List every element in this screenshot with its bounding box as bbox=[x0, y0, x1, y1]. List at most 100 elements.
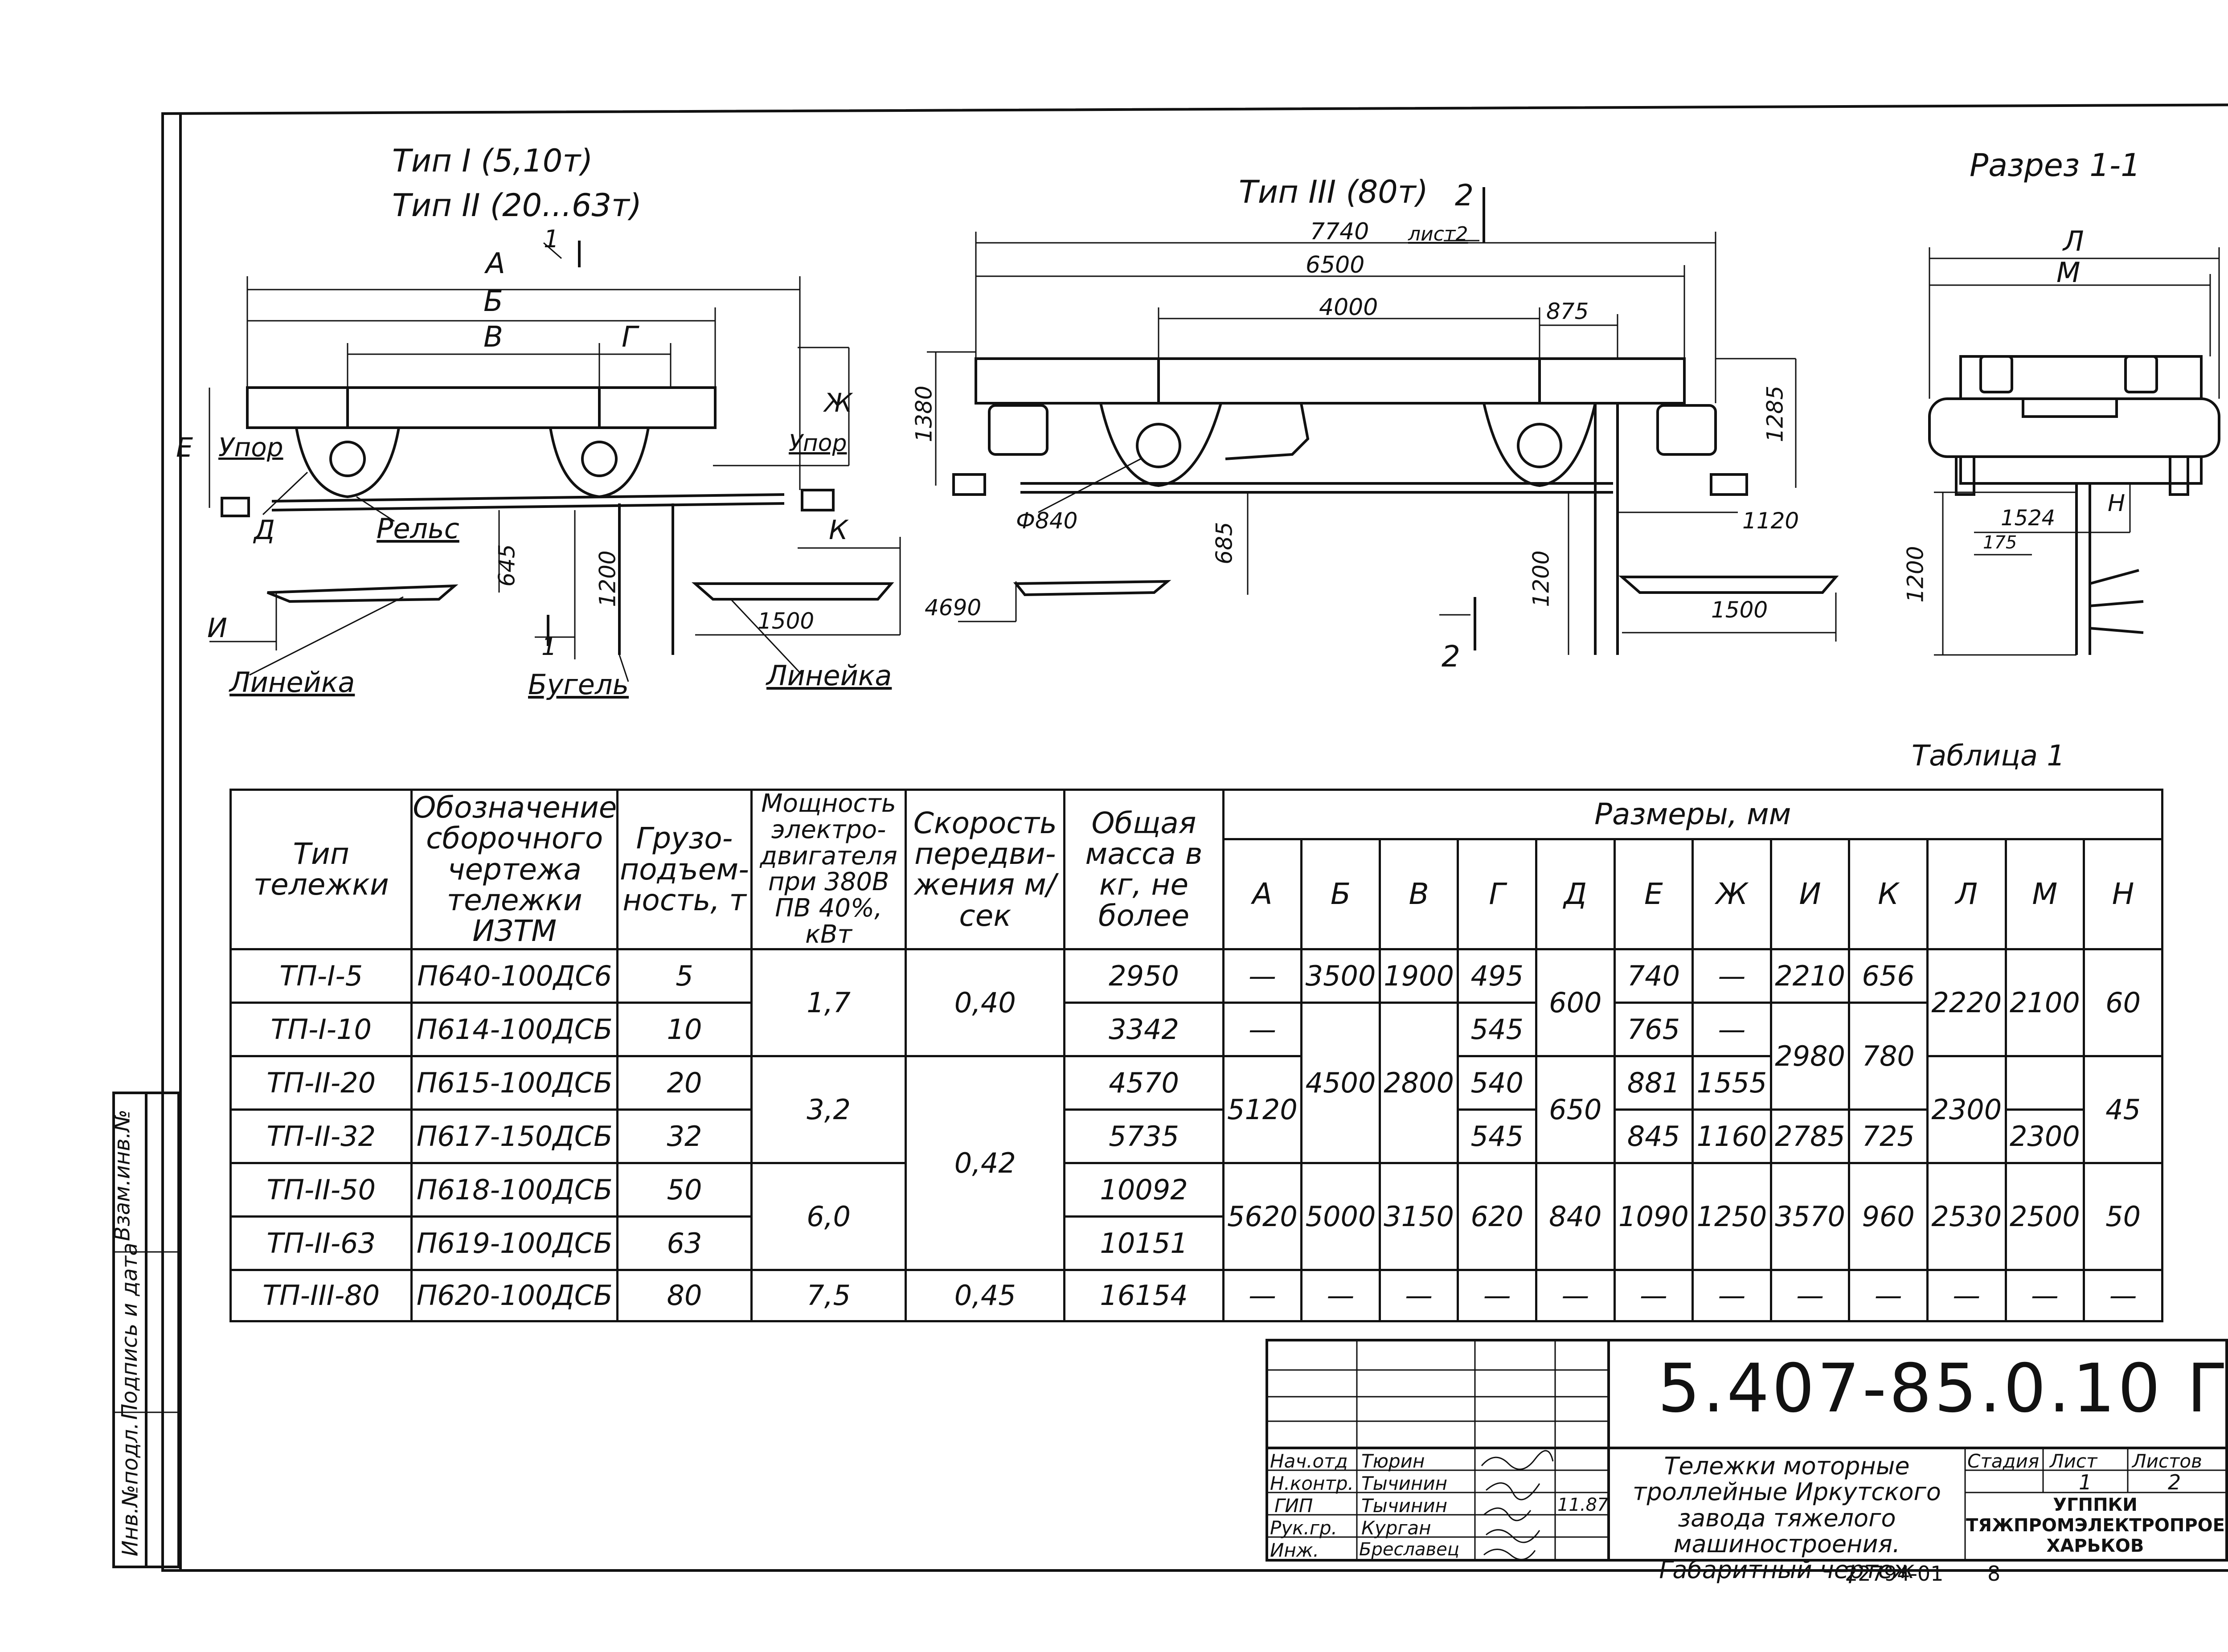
cell-type: ТП-III-80 bbox=[229, 1268, 413, 1323]
cell-capacity: 50 bbox=[616, 1161, 753, 1218]
cell-zh: 1250 bbox=[1691, 1161, 1772, 1271]
cell-k: 656 bbox=[1848, 948, 1929, 1004]
cell-power: 3,2 bbox=[750, 1055, 907, 1164]
cell-designation: П617-150ДСБ bbox=[410, 1108, 618, 1164]
cell-b: 4500 bbox=[1300, 1001, 1381, 1164]
cell-capacity: 20 bbox=[616, 1055, 753, 1111]
cell-dash: — bbox=[2083, 1268, 2163, 1323]
cell-e: 845 bbox=[1613, 1108, 1694, 1164]
label-v: В bbox=[483, 321, 503, 354]
cell-n: 50 bbox=[2083, 1161, 2163, 1271]
section-mark-1b: 1 bbox=[541, 633, 557, 661]
header-dim-e: Е bbox=[1613, 838, 1694, 950]
header-dim-m: М bbox=[2004, 838, 2085, 950]
cell-type: ТП-I-5 bbox=[229, 948, 413, 1004]
header-dim-i: И bbox=[1769, 838, 1851, 950]
dim-1200-a: 1200 bbox=[594, 550, 621, 607]
dim-1500-b: 1500 bbox=[1711, 597, 1768, 623]
header-speed: Скорость передви-жения м/сек bbox=[905, 789, 1066, 950]
section-mark-1a: 1 bbox=[544, 225, 559, 253]
cell-l: 2220 bbox=[1926, 948, 2007, 1057]
role-gip: ГИП bbox=[1274, 1495, 1313, 1517]
dim-645: 645 bbox=[494, 544, 520, 587]
role-head: Нач.отд bbox=[1270, 1450, 1348, 1472]
cell-d: 650 bbox=[1535, 1055, 1616, 1164]
cell-designation: П619-100ДСБ bbox=[410, 1215, 618, 1271]
cell-mass: 10151 bbox=[1063, 1215, 1225, 1271]
label-n: Н bbox=[2108, 490, 2126, 517]
cell-designation: П618-100ДСБ bbox=[410, 1161, 618, 1218]
label-m: М bbox=[2056, 256, 2081, 289]
cell-k: 960 bbox=[1848, 1161, 1929, 1271]
cell-capacity: 5 bbox=[616, 948, 753, 1004]
table-row: ТП-II-50 П618-100ДСБ 50 6,0 10092 5620 5… bbox=[229, 1161, 2163, 1271]
sheet-header: Лист bbox=[2050, 1450, 2097, 1472]
cell-speed: 0,42 bbox=[905, 1055, 1066, 1271]
cell-mass: 2950 bbox=[1063, 948, 1225, 1004]
cell-type: ТП-II-50 bbox=[229, 1161, 413, 1218]
cell-a: 5620 bbox=[1222, 1161, 1303, 1271]
cell-dash: — bbox=[1535, 1268, 1616, 1323]
cell-a: — bbox=[1222, 1001, 1303, 1057]
header-dim-d: Д bbox=[1535, 838, 1616, 950]
cell-mass: 16154 bbox=[1063, 1268, 1225, 1323]
cell-g: 620 bbox=[1457, 1161, 1538, 1271]
table-row: ТП-I-10 П614-100ДСБ 10 3342 — 4500 2800 … bbox=[229, 1001, 2162, 1164]
cell-i: 2980 bbox=[1769, 1001, 1851, 1111]
cell-power: 1,7 bbox=[750, 948, 907, 1057]
header-sizes: Размеры, мм bbox=[1222, 789, 2164, 840]
cell-n: 45 bbox=[2083, 1055, 2163, 1164]
view-type-1-2 bbox=[209, 241, 901, 682]
table-row: ТП-II-32 П617-150ДСБ 32 5735 545 845 116… bbox=[229, 1108, 2162, 1164]
label-b: Б bbox=[483, 285, 503, 318]
cell-type: ТП-II-63 bbox=[229, 1215, 413, 1271]
header-dim-l: Л bbox=[1926, 838, 2007, 950]
view-type-3 bbox=[927, 187, 1839, 655]
label-rels: Рельс bbox=[377, 512, 459, 545]
cell-capacity: 32 bbox=[616, 1108, 753, 1164]
document-title: Тележки моторные троллейные Иркутского з… bbox=[1633, 1452, 1941, 1584]
label-e: Е bbox=[176, 432, 193, 463]
cell-type: ТП-II-32 bbox=[229, 1108, 413, 1164]
section-1-1 bbox=[1928, 247, 2220, 656]
cell-b: 3500 bbox=[1300, 948, 1381, 1004]
page-number: 8 bbox=[1987, 1562, 2001, 1586]
cell-m: 2500 bbox=[2004, 1161, 2085, 1271]
dim-1500-a: 1500 bbox=[758, 608, 815, 634]
table-row: ТП-II-20 П615-100ДСБ 20 3,2 0,42 4570 51… bbox=[229, 1055, 2163, 1271]
cell-dash: — bbox=[1848, 1268, 1929, 1323]
dim-phi840: Ф840 bbox=[1016, 508, 1078, 534]
label-k: К bbox=[829, 515, 848, 546]
side-stamp-grid bbox=[112, 1092, 180, 1568]
cell-g: 545 bbox=[1457, 1001, 1538, 1057]
cell-mass: 5735 bbox=[1063, 1108, 1225, 1164]
side-stamp: Инв.№подл. Подпись и дата Взам.инв.№ bbox=[110, 1092, 180, 1568]
header-dim-n: Н bbox=[2083, 838, 2163, 950]
header-capacity: Грузо-подъем-ность, т bbox=[616, 789, 753, 950]
header-mass: Общая масса в кг, не более bbox=[1063, 789, 1225, 950]
dim-175: 175 bbox=[1983, 532, 2017, 553]
cell-designation: П614-100ДСБ bbox=[410, 1001, 618, 1057]
name-5: Бреславец bbox=[1359, 1539, 1459, 1560]
sheets-header: Листов bbox=[2132, 1450, 2202, 1472]
cell-type: ТП-II-20 bbox=[229, 1055, 413, 1111]
cell-e: 765 bbox=[1613, 1001, 1694, 1057]
specification-table: Тип тележки Обозначение сборочного черте… bbox=[229, 789, 2164, 1323]
side-vzam: Взам.инв.№ bbox=[110, 1109, 135, 1241]
cell-mass: 3342 bbox=[1063, 1001, 1225, 1057]
cell-l: 2530 bbox=[1926, 1161, 2007, 1271]
header-dim-b: Б bbox=[1300, 838, 1381, 950]
dim-1380: 1380 bbox=[911, 385, 937, 442]
header-designation: Обозначение сборочного чертежа тележки И… bbox=[410, 789, 618, 950]
cell-g: 545 bbox=[1457, 1108, 1538, 1164]
section-mark-2b: 2 bbox=[1442, 639, 1460, 674]
cell-designation: П615-100ДСБ bbox=[410, 1055, 618, 1111]
label-upor: Упор bbox=[218, 432, 283, 462]
dim-685: 685 bbox=[1211, 522, 1237, 564]
label-zh: Ж bbox=[824, 388, 852, 418]
cell-i: 2785 bbox=[1769, 1108, 1851, 1164]
view2-title: Тип III (80т) bbox=[1239, 174, 1428, 210]
cell-dash: — bbox=[1378, 1268, 1459, 1323]
cell-n: 60 bbox=[2083, 948, 2163, 1057]
